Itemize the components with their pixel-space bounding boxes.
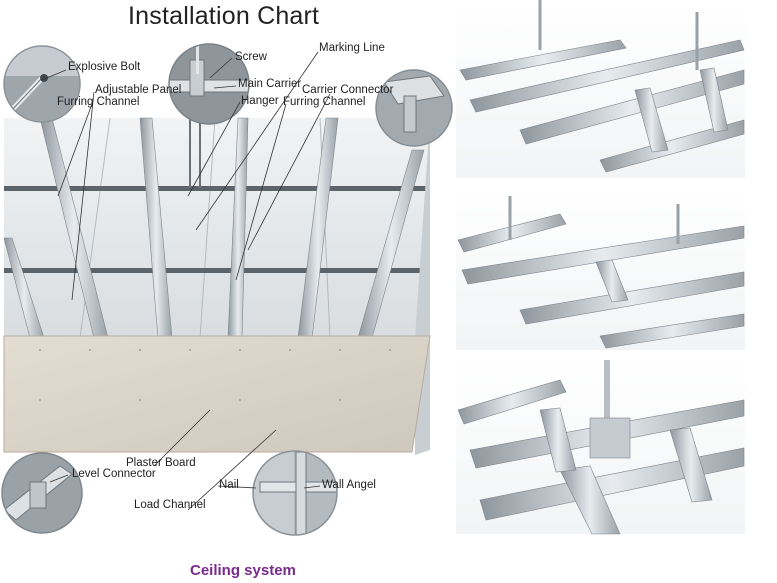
label-furring-channel-right: Furring Channel bbox=[283, 96, 366, 108]
detail-carrier-connector bbox=[375, 69, 453, 147]
caption: Ceiling system bbox=[190, 562, 296, 579]
label-hanger: Hanger bbox=[241, 95, 279, 107]
furring-channels bbox=[3, 117, 425, 339]
label-wall-angel: Wall Angel bbox=[322, 479, 376, 491]
detail-wall-angel bbox=[252, 450, 338, 536]
chart-title: Installation Chart bbox=[128, 2, 320, 30]
label-nail: Nail bbox=[219, 479, 239, 491]
detail-main-carrier bbox=[168, 43, 250, 125]
label-level-connector: Level Connector bbox=[72, 468, 156, 480]
photo-2 bbox=[456, 188, 745, 350]
detail-level-connector bbox=[1, 452, 83, 534]
ceiling-drawing bbox=[1, 43, 453, 536]
main-carrier-rail bbox=[4, 268, 430, 273]
label-carrier-connector: Carrier Connector bbox=[302, 84, 394, 96]
label-screw: Screw bbox=[235, 51, 267, 63]
label-explosive-bolt: Explosive Bolt bbox=[68, 61, 141, 73]
label-main-carrier: Main Carrier bbox=[238, 78, 302, 90]
detail-explosive-bolt bbox=[3, 45, 81, 123]
label-marking-line: Marking Line bbox=[319, 42, 385, 54]
photo-1 bbox=[456, 0, 745, 178]
label-adjustable-panel: Adjustable Panel bbox=[95, 84, 182, 96]
label-load-channel: Load Channel bbox=[134, 499, 206, 511]
leader-lines bbox=[41, 51, 331, 511]
photo-3 bbox=[456, 358, 745, 535]
main-carrier-rail bbox=[4, 186, 430, 191]
label-plaster-board: Plaster Board bbox=[126, 457, 196, 469]
plaster-board bbox=[3, 335, 431, 453]
label-furring-channel-left: Furring Channel bbox=[57, 96, 140, 108]
